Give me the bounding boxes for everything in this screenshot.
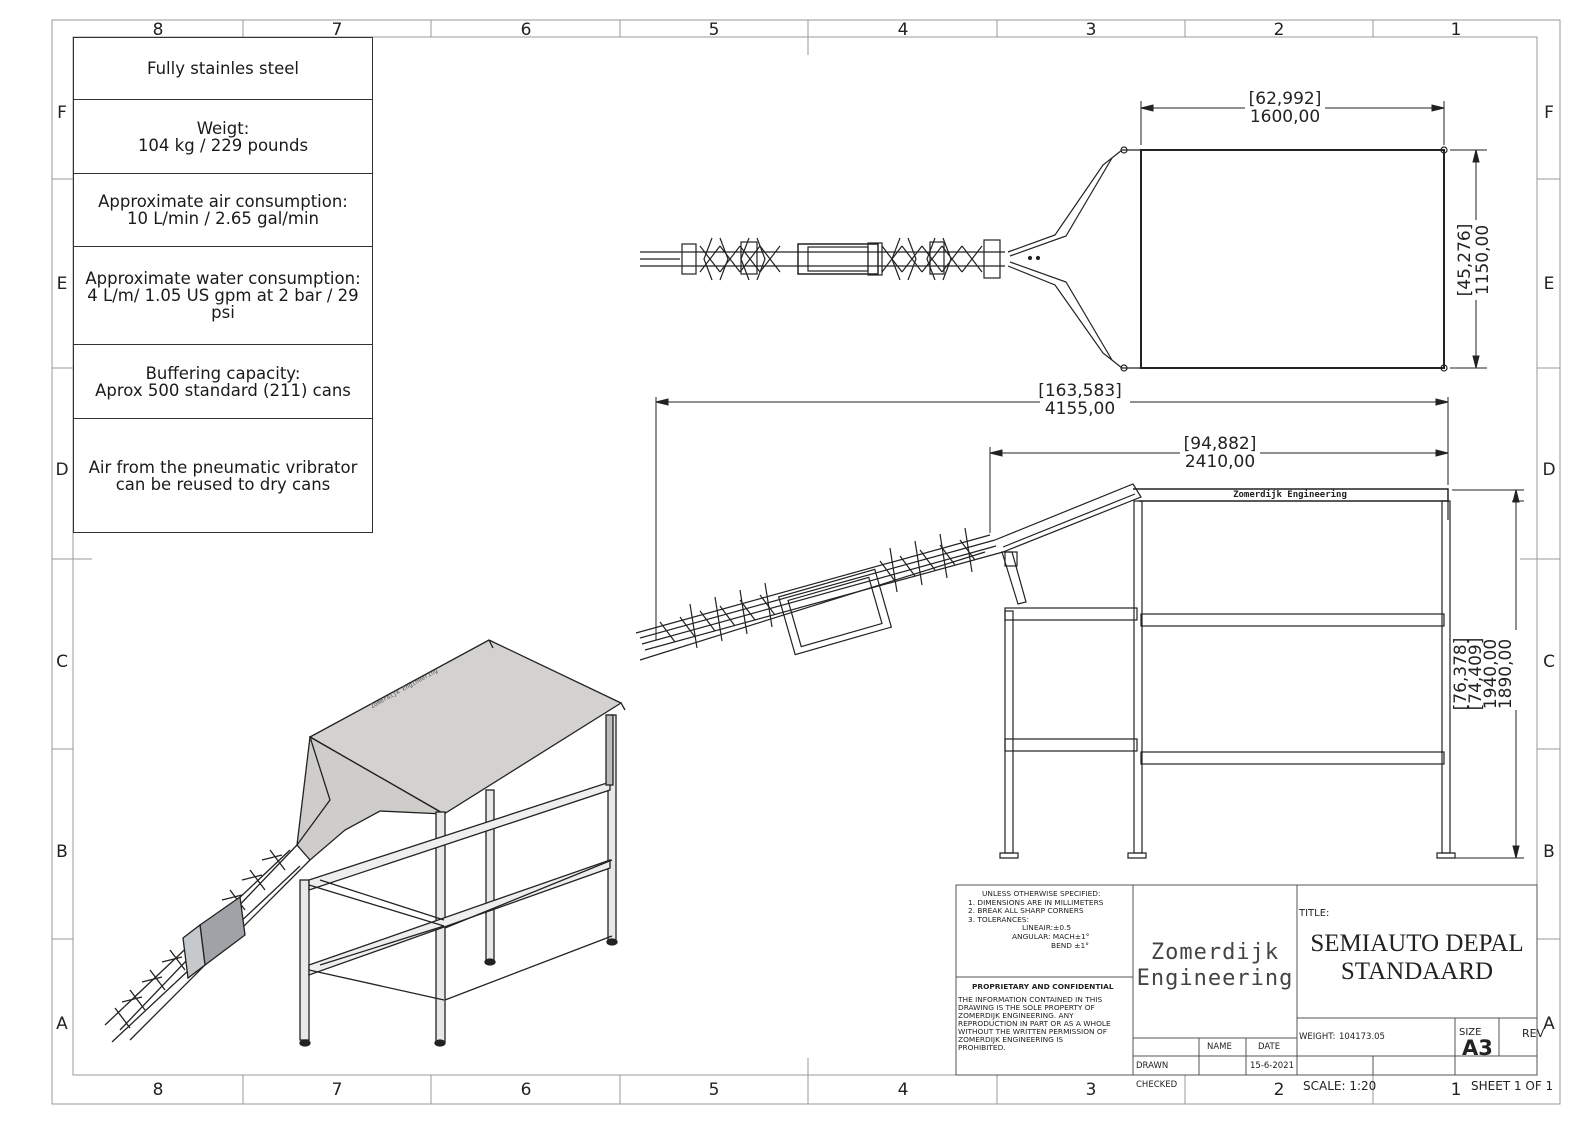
side-view [635,483,1456,859]
note-weight: Weigt: 104 kg / 229 pounds [74,100,372,174]
zone-col-bottom-4: 4 [898,1080,909,1100]
dim-table-length-inch: [94,882] [1184,434,1257,454]
size-value: A3 [1462,1036,1493,1060]
zone-row-right-d: D [1542,460,1555,480]
zone-row-right-a: A [1543,1014,1555,1034]
unless-line: LINEAIR:±0.5 [1022,923,1072,933]
zone-row-right-f: F [1544,103,1554,123]
top-view-dimensions [1140,101,1487,369]
zone-row-left-d: D [55,460,68,480]
zone-col-bottom-5: 5 [709,1080,720,1100]
dim-height-low-mm: 1890,00 [1496,639,1516,709]
name-header: NAME [1207,1042,1232,1052]
zone-row-left-a: A [56,1014,68,1034]
zone-row-left-b: B [56,842,68,862]
zone-col-top-5: 5 [709,20,720,40]
zone-col-top-2: 2 [1274,20,1285,40]
note-air-reuse: Air from the pneumatic vribrator can be … [88,458,358,494]
drawing-title: SEMIAUTO DEPAL STANDAARD [1297,930,1537,986]
zone-row-left-e: E [57,274,68,294]
unless-line: 3. TOLERANCES: [968,914,1029,924]
weight-label: WEIGHT: [1299,1032,1336,1042]
weight-value: 104173.05 [1339,1032,1385,1042]
zone-col-bottom-1: 1 [1451,1080,1462,1100]
proprietary-line: PROHIBITED. [958,1043,1006,1052]
title-label: TITLE: [1299,908,1330,919]
sheet-number: SHEET 1 OF 1 [1471,1079,1554,1093]
zone-row-right-c: C [1543,652,1555,672]
proprietary-line: ZOMERDIJK ENGINEERING IS [958,1035,1064,1044]
proprietary-line: ZOMERDIJK ENGINEERING. ANY [958,1011,1074,1020]
zone-col-bottom-3: 3 [1086,1080,1097,1100]
title-line-1: SEMIAUTO DEPAL [1310,930,1524,957]
unless-line: ANGULAR: MACH±1° [1012,931,1090,941]
rev-label: REV [1522,1027,1545,1040]
dim-top-width-mm: 1600,00 [1250,107,1320,127]
side-view-brand-label: Zomerdijk Engineering [1233,489,1347,500]
drawn-date: 15-6-2021 [1250,1061,1294,1071]
zone-row-right-b: B [1543,842,1555,862]
side-view-dimensions [655,397,1524,859]
logo-line-1: Zomerdijk [1150,940,1280,965]
zone-col-bottom-8: 8 [153,1080,164,1100]
zone-row-right-e: E [1544,274,1555,294]
proprietary-line: WITHOUT THE WRITTEN PERMISSION OF [958,1027,1107,1036]
checked-label: CHECKED [1136,1080,1178,1090]
zone-row-left-c: C [56,652,68,672]
dim-overall-length-inch: [163,583] [1038,381,1122,401]
unless-line: 1. DIMENSIONS ARE IN MILLIMETERS [968,897,1104,907]
unless-line: BEND ±1° [1051,940,1089,950]
zone-col-bottom-2: 2 [1274,1080,1285,1100]
dim-top-width-inch: [62,992] [1249,89,1322,109]
logo-line-2: Engineering [1136,966,1294,991]
zone-col-top-3: 3 [1086,20,1097,40]
note-material: Fully stainles steel [74,38,372,100]
dim-top-depth-inch: [45,276] [1455,224,1475,297]
zone-col-bottom-7: 7 [332,1080,343,1100]
proprietary-heading: PROPRIETARY AND CONFIDENTIAL [972,982,1114,991]
notes-table: Fully stainles steel Weigt: 104 kg / 229… [73,37,373,533]
note-water-consumption: Approximate water consumption: 4 L/m/ 1.… [74,247,372,345]
drawn-label: DRAWN [1136,1061,1169,1071]
dim-overall-length-mm: 4155,00 [1045,399,1115,419]
tolerances-notes: UNLESS OTHERWISE SPECIFIED: 1. DIMENSION… [968,889,1128,950]
note-buffering-capacity: Buffering capacity: Aprox 500 standard (… [74,345,372,419]
dim-top-depth-mm: 1150,00 [1473,225,1493,295]
dim-height-high-mm: 1940,00 [1481,639,1501,709]
dim-height-high-inch: [76,378] [1451,638,1471,711]
unless-line: UNLESS OTHERWISE SPECIFIED: [982,889,1101,898]
note-air-consumption: Approximate air consumption: 10 L/min / … [74,174,372,247]
zone-col-top-8: 8 [153,20,164,40]
zone-col-top-6: 6 [521,20,532,40]
zone-ticks [52,20,1560,1104]
dim-height-low-inch: [74,409] [1466,638,1486,711]
zone-col-top-4: 4 [898,20,909,40]
proprietary-line: REPRODUCTION IN PART OR AS A WHOLE [958,1019,1111,1028]
title-block [955,884,1538,1076]
date-header: DATE [1258,1042,1281,1052]
scale: SCALE: 1:20 [1303,1079,1377,1093]
zone-col-bottom-6: 6 [521,1080,532,1100]
dim-table-length-mm: 2410,00 [1185,452,1255,472]
zone-col-top-1: 1 [1451,20,1462,40]
zone-row-left-f: F [57,103,67,123]
unless-line: 2. BREAK ALL SHARP CORNERS [968,906,1084,916]
zone-col-top-7: 7 [332,20,343,40]
size-label: SIZE [1459,1027,1482,1038]
top-view [640,146,1448,372]
company-logo: Zomerdijk Engineering [1135,940,1295,992]
isometric-view [104,639,626,1047]
outer-frame [51,19,1561,1105]
proprietary-notice: THE INFORMATION CONTAINED IN THIS DRAWIN… [958,996,1133,1052]
title-line-2: STANDAARD [1340,958,1494,985]
inner-frame [72,36,1538,1076]
proprietary-line: THE INFORMATION CONTAINED IN THIS [958,995,1103,1004]
proprietary-line: DRAWING IS THE SOLE PROPERTY OF [958,1003,1095,1012]
